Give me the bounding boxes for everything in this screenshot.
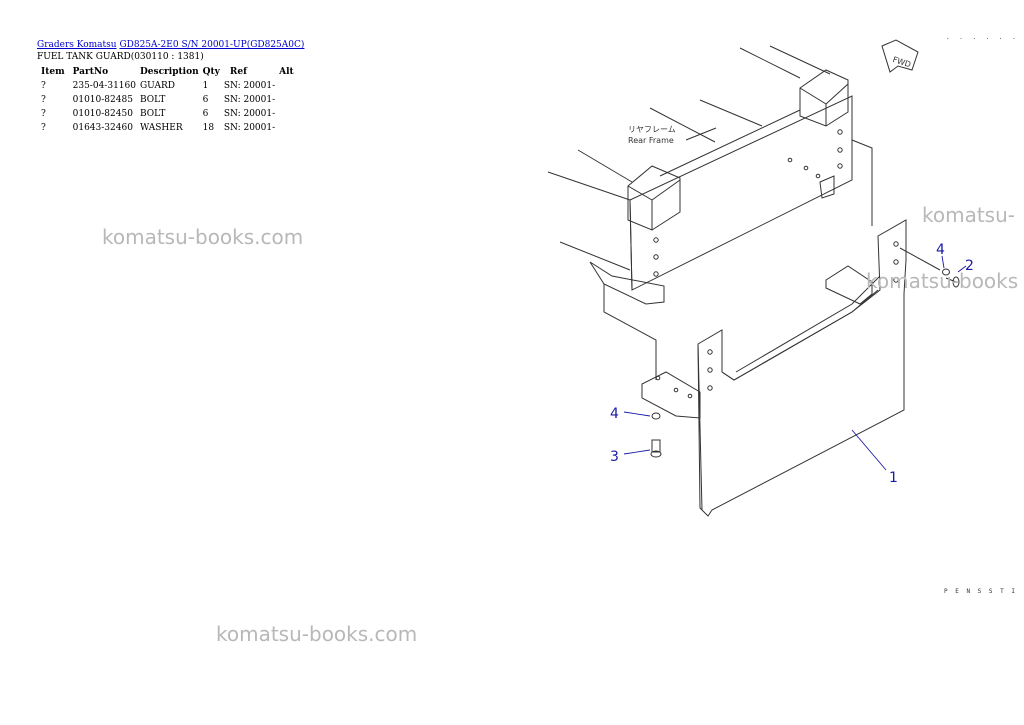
header-alt: Alt [279, 67, 294, 77]
cell-partno: 01010-82450 [72, 109, 133, 119]
cell-qty: 18 [202, 123, 215, 133]
cell-item: ? [41, 123, 46, 133]
guard-part [641, 219, 907, 517]
cell-description: BOLT [139, 95, 166, 105]
page-title: FUEL TANK GUARD(030110 : 1381) [37, 52, 204, 62]
bolt-icon [650, 276, 960, 458]
callout-2: 2 [965, 258, 974, 274]
top-corner-mark: . . . . . . . [946, 34, 1024, 41]
parts-table: Item PartNo Description Qty Ref Alt ? 23… [37, 65, 299, 135]
cell-ref: SN: 20001- [223, 123, 276, 133]
mount-lines [603, 139, 941, 380]
cell-description: GUARD [139, 81, 175, 91]
cell-qty: 1 [202, 81, 209, 91]
watermark-partial: komatsu- [922, 203, 1015, 227]
cell-ref: SN: 20001- [223, 109, 276, 119]
callout-3: 3 [610, 449, 619, 465]
bottom-corner-mark: P E N S S T I [944, 588, 1017, 595]
rear-frame-label-en: Rear Frame [628, 136, 674, 145]
breadcrumb: Graders Komatsu GD825A-2E0 S/N 20001-UP(… [37, 40, 304, 51]
fwd-arrow-icon: FWD [881, 39, 919, 73]
header-partno: PartNo [72, 67, 109, 77]
header-qty: Qty [202, 67, 220, 77]
cell-item: ? [41, 81, 46, 91]
table-row: ? 01643-32460 WASHER 18 SN: 20001- [37, 121, 299, 135]
breadcrumb-link-model[interactable]: GD825A-2E0 S/N 20001-UP(GD825A0C) [119, 40, 305, 50]
table-row: ? 01010-82450 BOLT 6 SN: 20001- [37, 107, 299, 121]
cell-description: WASHER [139, 123, 183, 133]
header-description: Description [139, 67, 199, 77]
header-item: Item [41, 67, 65, 77]
watermark: komatsu-books.com [102, 225, 304, 249]
breadcrumb-link-graders[interactable]: Graders Komatsu [37, 40, 117, 50]
cell-partno: 01643-32460 [72, 123, 133, 133]
cell-ref: SN: 20001- [223, 95, 276, 105]
callout-1: 1 [889, 470, 898, 486]
parts-table-header: Item PartNo Description Qty Ref Alt [37, 65, 299, 79]
cell-ref: SN: 20001- [223, 81, 276, 91]
callout-leaders [623, 255, 967, 471]
table-row: ? 235-04-31160 GUARD 1 SN: 20001- [37, 79, 299, 93]
cell-partno: 01010-82485 [72, 95, 133, 105]
table-row: ? 01010-82485 BOLT 6 SN: 20001- [37, 93, 299, 107]
cell-item: ? [41, 95, 46, 105]
washer-icon [651, 268, 950, 420]
rear-frame-label-jp: リヤフレーム [628, 125, 676, 134]
cell-item: ? [41, 109, 46, 119]
cell-description: BOLT [139, 109, 166, 119]
cell-qty: 6 [202, 95, 209, 105]
cell-partno: 235-04-31160 [72, 81, 136, 91]
watermark-partial: komatsu-books [866, 269, 1019, 293]
callout-4-right: 4 [936, 242, 945, 258]
header-ref: Ref [229, 67, 247, 77]
cell-qty: 6 [202, 109, 209, 119]
rear-frame [547, 45, 853, 305]
callout-4-left: 4 [610, 406, 619, 422]
watermark: komatsu-books.com [216, 622, 418, 646]
